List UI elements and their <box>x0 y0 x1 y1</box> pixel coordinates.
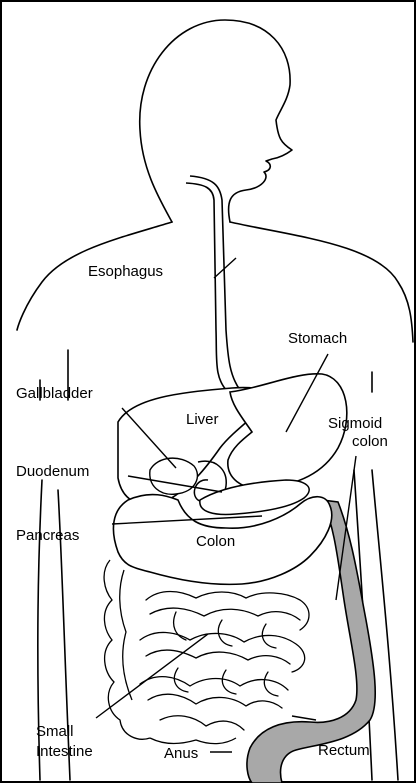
esophagus-tube <box>186 176 240 392</box>
gallbladder <box>150 458 198 494</box>
label-stomach: Stomach <box>288 330 347 347</box>
label-small-intestine-line1: Small <box>36 723 74 740</box>
label-sigmoid-line2: colon <box>352 433 388 450</box>
label-duodenum: Duodenum <box>16 463 89 480</box>
label-pancreas: Pancreas <box>16 527 79 544</box>
small-intestine-leader <box>96 634 208 718</box>
label-rectum: Rectum <box>318 742 370 759</box>
label-small-intestine-line2: Intestine <box>36 743 93 760</box>
label-sigmoid-line1: Sigmoid <box>328 415 382 432</box>
label-esophagus: Esophagus <box>88 263 163 280</box>
label-gallbladder: Gallbladder <box>16 385 93 402</box>
label-liver: Liver <box>186 411 219 428</box>
label-colon: Colon <box>196 533 235 550</box>
small-intestine <box>140 592 309 731</box>
label-anus: Anus <box>164 745 198 762</box>
rectum-leader <box>292 716 316 720</box>
